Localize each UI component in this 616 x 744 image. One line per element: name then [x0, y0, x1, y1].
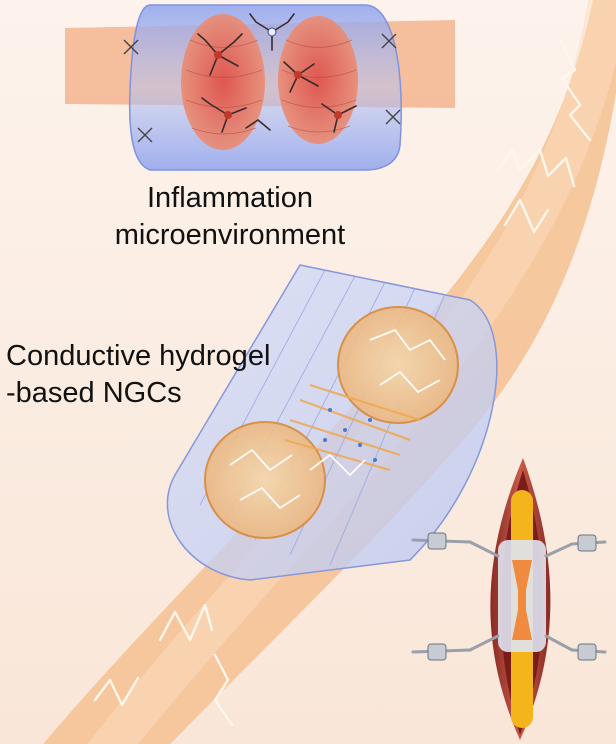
conductive-hydrogel-ngc-label: Conductive hydrogel -based NGCs	[6, 338, 270, 412]
label-line: Conductive hydrogel	[6, 340, 271, 372]
inflammation-conduit-icon	[65, 4, 455, 171]
inflammation-microenvironment-label: Inflammation microenvironment	[0, 180, 460, 254]
surgical-incision-icon	[411, 458, 607, 740]
label-line: Inflammation	[146, 182, 313, 214]
label-line: -based NGCs	[6, 377, 182, 410]
label-line: microenvironment	[114, 219, 346, 252]
conductive-hydrogel-ngc-icon	[166, 264, 498, 581]
